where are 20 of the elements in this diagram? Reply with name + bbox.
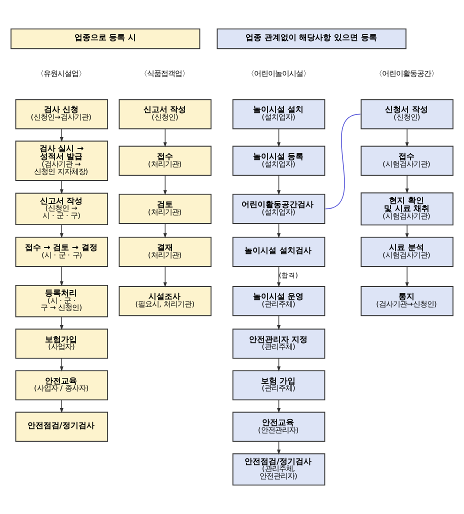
arrow [277, 315, 281, 330]
arrow [277, 175, 281, 196]
arrow [405, 266, 409, 288]
arrow [405, 224, 409, 238]
arrow [60, 266, 64, 286]
label: 〈유원시설업〉 [36, 68, 86, 78]
arrow [277, 266, 281, 288]
connector [325, 114, 361, 210]
arrow [60, 180, 64, 194]
label: 〈어린이활동공간〉 [375, 68, 438, 78]
arrow [277, 223, 281, 238]
label: 〈어린이놀이시설〉 [246, 68, 310, 78]
arrow [405, 128, 409, 148]
arrow [277, 128, 281, 148]
arrow [163, 223, 167, 238]
label: 〈식품접객업〉 [140, 68, 189, 78]
arrow [163, 266, 167, 288]
arrow [163, 175, 167, 196]
arrow [163, 128, 167, 148]
arrow [405, 175, 409, 194]
